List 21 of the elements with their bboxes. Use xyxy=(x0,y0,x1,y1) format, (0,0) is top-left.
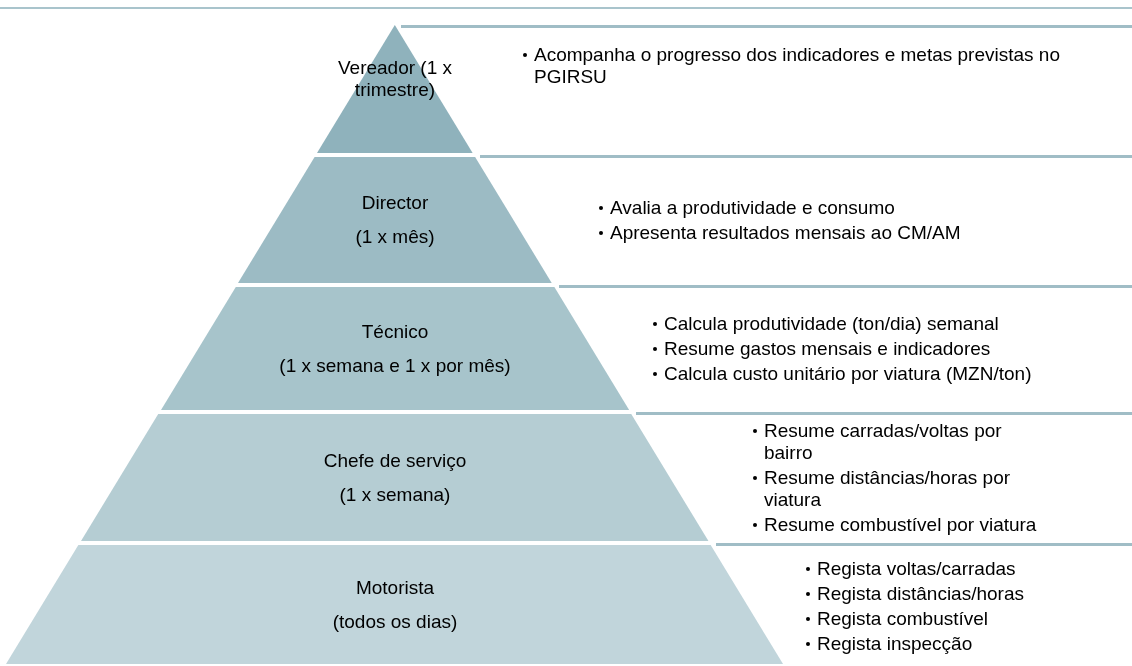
level-label: (todos os dias) xyxy=(332,610,458,633)
bullet-text: Regista distâncias/horas xyxy=(817,582,1025,605)
bullet-text: Regista inspecção xyxy=(817,632,974,655)
bullet-text: Resume distâncias/horas por viatura xyxy=(764,467,1012,511)
bullet-text: Regista combustível xyxy=(817,607,990,630)
bullet-text: Calcula produtividade (ton/dia) semanal xyxy=(664,313,1000,335)
level-label: (1 x mês) xyxy=(355,226,435,248)
level-label: Motorista xyxy=(355,576,435,599)
bullet-text: Resume combustível por viatura xyxy=(764,514,1038,536)
bullet-text: Apresenta resultados mensais ao CM/AM xyxy=(610,222,962,244)
bullet-text: Acompanha o progresso dos indicadores e metas previstas no PGIRSU xyxy=(534,43,1061,88)
bullet-text: Regista voltas/carradas xyxy=(817,557,1017,580)
level-label: Director xyxy=(361,192,429,214)
bullet-text: Calcula custo unitário por viatura (MZN/ton) xyxy=(664,363,1033,385)
level-label: Técnico xyxy=(361,320,429,343)
bullet-text: Resume gastos mensais e indicadores xyxy=(664,338,992,360)
level-label: (1 x semana) xyxy=(339,483,451,506)
bullet-text: Resume carradas/voltas por bairro xyxy=(764,420,1003,464)
bullet-text: Avalia a produtividade e consumo xyxy=(610,197,896,219)
level-label: (1 x semana e 1 x por mês) xyxy=(279,354,511,377)
level-label: Chefe de serviço xyxy=(323,449,467,472)
